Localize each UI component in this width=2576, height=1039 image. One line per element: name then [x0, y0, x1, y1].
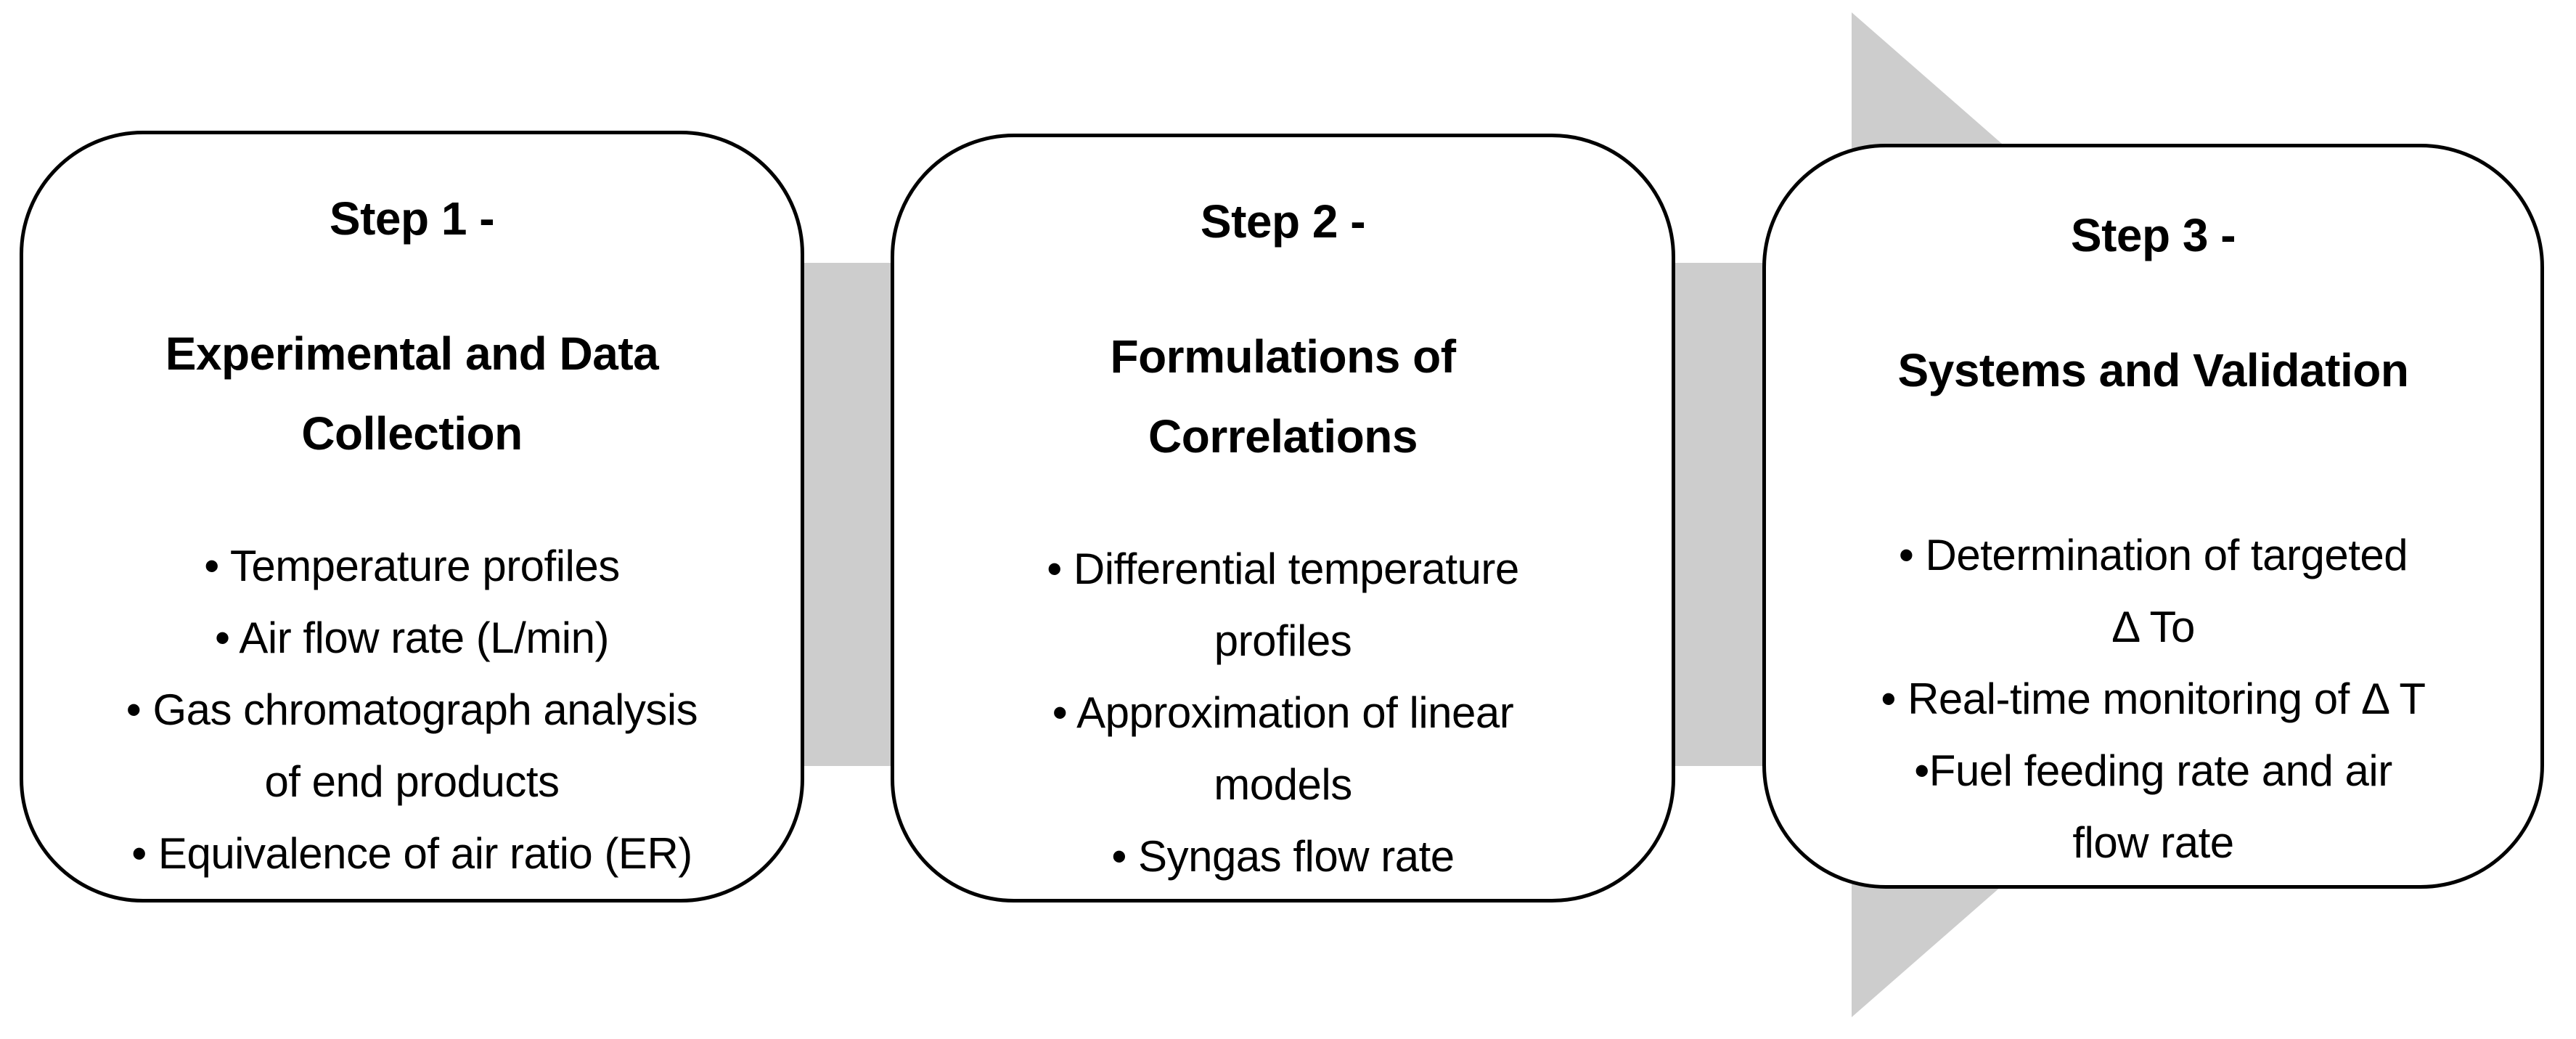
step-1-box: Step 1 - Experimental and Data Collectio… [20, 131, 804, 902]
bullet-line-continuation: Δ To [2111, 603, 2195, 651]
bullet-line: • Syngas flow rate [1111, 832, 1455, 881]
bullet-line: • Determination of targeted [1898, 531, 2408, 579]
bullet-line-continuation: flow rate [2072, 818, 2234, 867]
arrow-shaft-1 [798, 263, 896, 766]
step-2-subtitle: Formulations of Correlations [894, 317, 1672, 476]
bullet-line-continuation: of end products [264, 757, 560, 806]
step-1-title: Step 1 - [329, 192, 495, 245]
bullet-line: •Fuel feeding rate and air [1914, 746, 2392, 795]
step-1-subtitle-line: Collection [301, 407, 523, 460]
bullet-line: • Air flow rate (L/min) [215, 614, 609, 662]
bullet-line: • Temperature profiles [204, 542, 620, 590]
bullet-line-continuation: profiles [1214, 616, 1352, 665]
bullet-line: • Approximation of linear [1052, 688, 1514, 737]
bullet-line: • Differential temperature [1047, 545, 1519, 593]
bullet-line: • Real-time monitoring of Δ T [1881, 675, 2426, 723]
step-3-box: Step 3 - Systems and Validation • Determ… [1762, 144, 2544, 889]
step-3-subtitle: Systems and Validation [1766, 330, 2540, 410]
arrow-shaft-2 [1669, 263, 1767, 766]
step-2-subtitle-line: Formulations of [1110, 330, 1456, 383]
step-1-subtitle: Experimental and Data Collection [23, 314, 801, 473]
bullet-line-continuation: models [1214, 760, 1352, 809]
step-2-title: Step 2 - [1200, 195, 1366, 248]
step-2-box: Step 2 - Formulations of Correlations • … [891, 134, 1675, 902]
step-3-subtitle-line: Systems and Validation [1897, 344, 2409, 396]
bullet-line: • Equivalence of air ratio (ER) [131, 829, 692, 878]
step-2-subtitle-line: Correlations [1148, 410, 1418, 463]
step-1-subtitle-line: Experimental and Data [165, 327, 659, 380]
step-2-bullet-list: • Differential temperature profiles • Ap… [894, 533, 1672, 892]
step-3-title: Step 3 - [2070, 209, 2236, 261]
bullet-line: • Gas chromatograph analysis [126, 685, 698, 734]
step-3-bullet-list: • Determination of targeted Δ To • Real-… [1766, 519, 2540, 879]
step-1-bullet-list: • Temperature profiles • Air flow rate (… [23, 530, 801, 889]
